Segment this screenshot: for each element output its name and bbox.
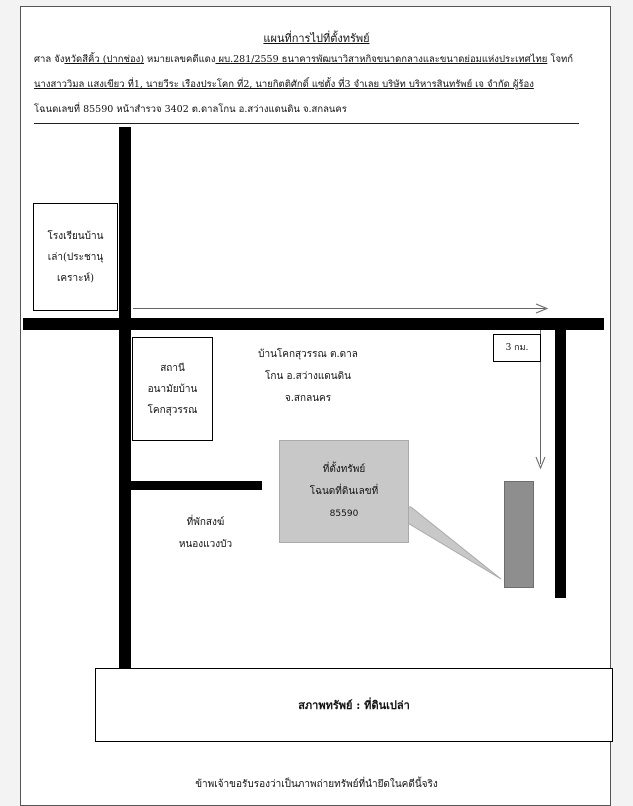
deed-label: โฉนดที่ดินเลขที่ [309,485,379,497]
certification-statement: ข้าพเจ้าขอรับรองว่าเป็นภาพถ่ายทรัพย์ที่น… [195,779,438,790]
village-label: บ้านโคกสุวรรณ ต.ดาลโกน อ.สว่างแดนดิน จ.ส… [258,349,358,404]
distance-box: 3 กม. [493,334,541,362]
case-info-line-2: นางสาววิมล แสงเขียว ที่1, นายวีระ เรืองป… [34,79,534,90]
map-title: แผนที่การไปที่ตั้งทรัพย์ [263,32,370,45]
main-road-horizontal [23,318,604,330]
property-status-label: สภาพทรัพย์ : ที่ดินเปล่า [298,699,410,712]
side-road [131,481,262,490]
main-road-vertical-left [119,127,131,674]
court-name: หวัดสีคิ้ว (ปากช่อง) [64,54,145,65]
case-number-label: หมายเลขคดีแดง [144,54,216,65]
map-document: แผนที่การไปที่ตั้งทรัพย์ ศาล จังหวัดสีคิ… [20,6,613,806]
property-status-box: สภาพทรัพย์ : ที่ดินเปล่า [95,668,613,742]
case-info-line-3: โฉนดเลขที่ 85590 หน้าสำรวจ 3402 ต.ดาลโกน… [34,104,347,115]
monk-residence-label: ที่พักสงฆ์หนองแวงบัว [178,517,233,550]
monk-residence-landmark: ที่พักสงฆ์หนองแวงบัว [164,507,247,561]
route-arrow-vertical [540,330,541,464]
health-center-landmark: สถานีอนามัยบ้านโคกสุวรรณ [132,337,213,441]
distance-label: 3 กม. [505,342,529,353]
target-label: ที่ตั้งทรัพย์ [322,463,366,475]
arrow-head-right-icon [535,303,549,314]
arrow-head-down-icon [535,456,546,470]
case-number-and-plaintiff: ผบ.281/2559 ธนาคารพัฒนาวิสาหกิจขนาดกลางแ… [215,54,548,65]
school-label: โรงเรียนบ้านเล่า(ประชานุเคราะห์) [47,230,104,284]
plaintiff-role: โจทก์ [547,54,574,65]
school-landmark: โรงเรียนบ้านเล่า(ประชานุเคราะห์) [33,203,118,311]
health-center-label: สถานีอนามัยบ้านโคกสุวรรณ [147,362,198,416]
case-info-line-1: ศาล จังหวัดสีคิ้ว (ปากช่อง) หมายเลขคดีแด… [34,52,573,67]
header-underline [34,123,579,124]
route-arrow-horizontal [133,308,545,309]
court-prefix: ศาล จัง [34,54,65,65]
land-plot-marker [504,481,534,588]
deed-number: 85590 [329,508,359,519]
road-vertical-right [555,318,566,598]
target-property-callout: ที่ตั้งทรัพย์ โฉนดที่ดินเลขที่ 85590 [279,440,409,543]
